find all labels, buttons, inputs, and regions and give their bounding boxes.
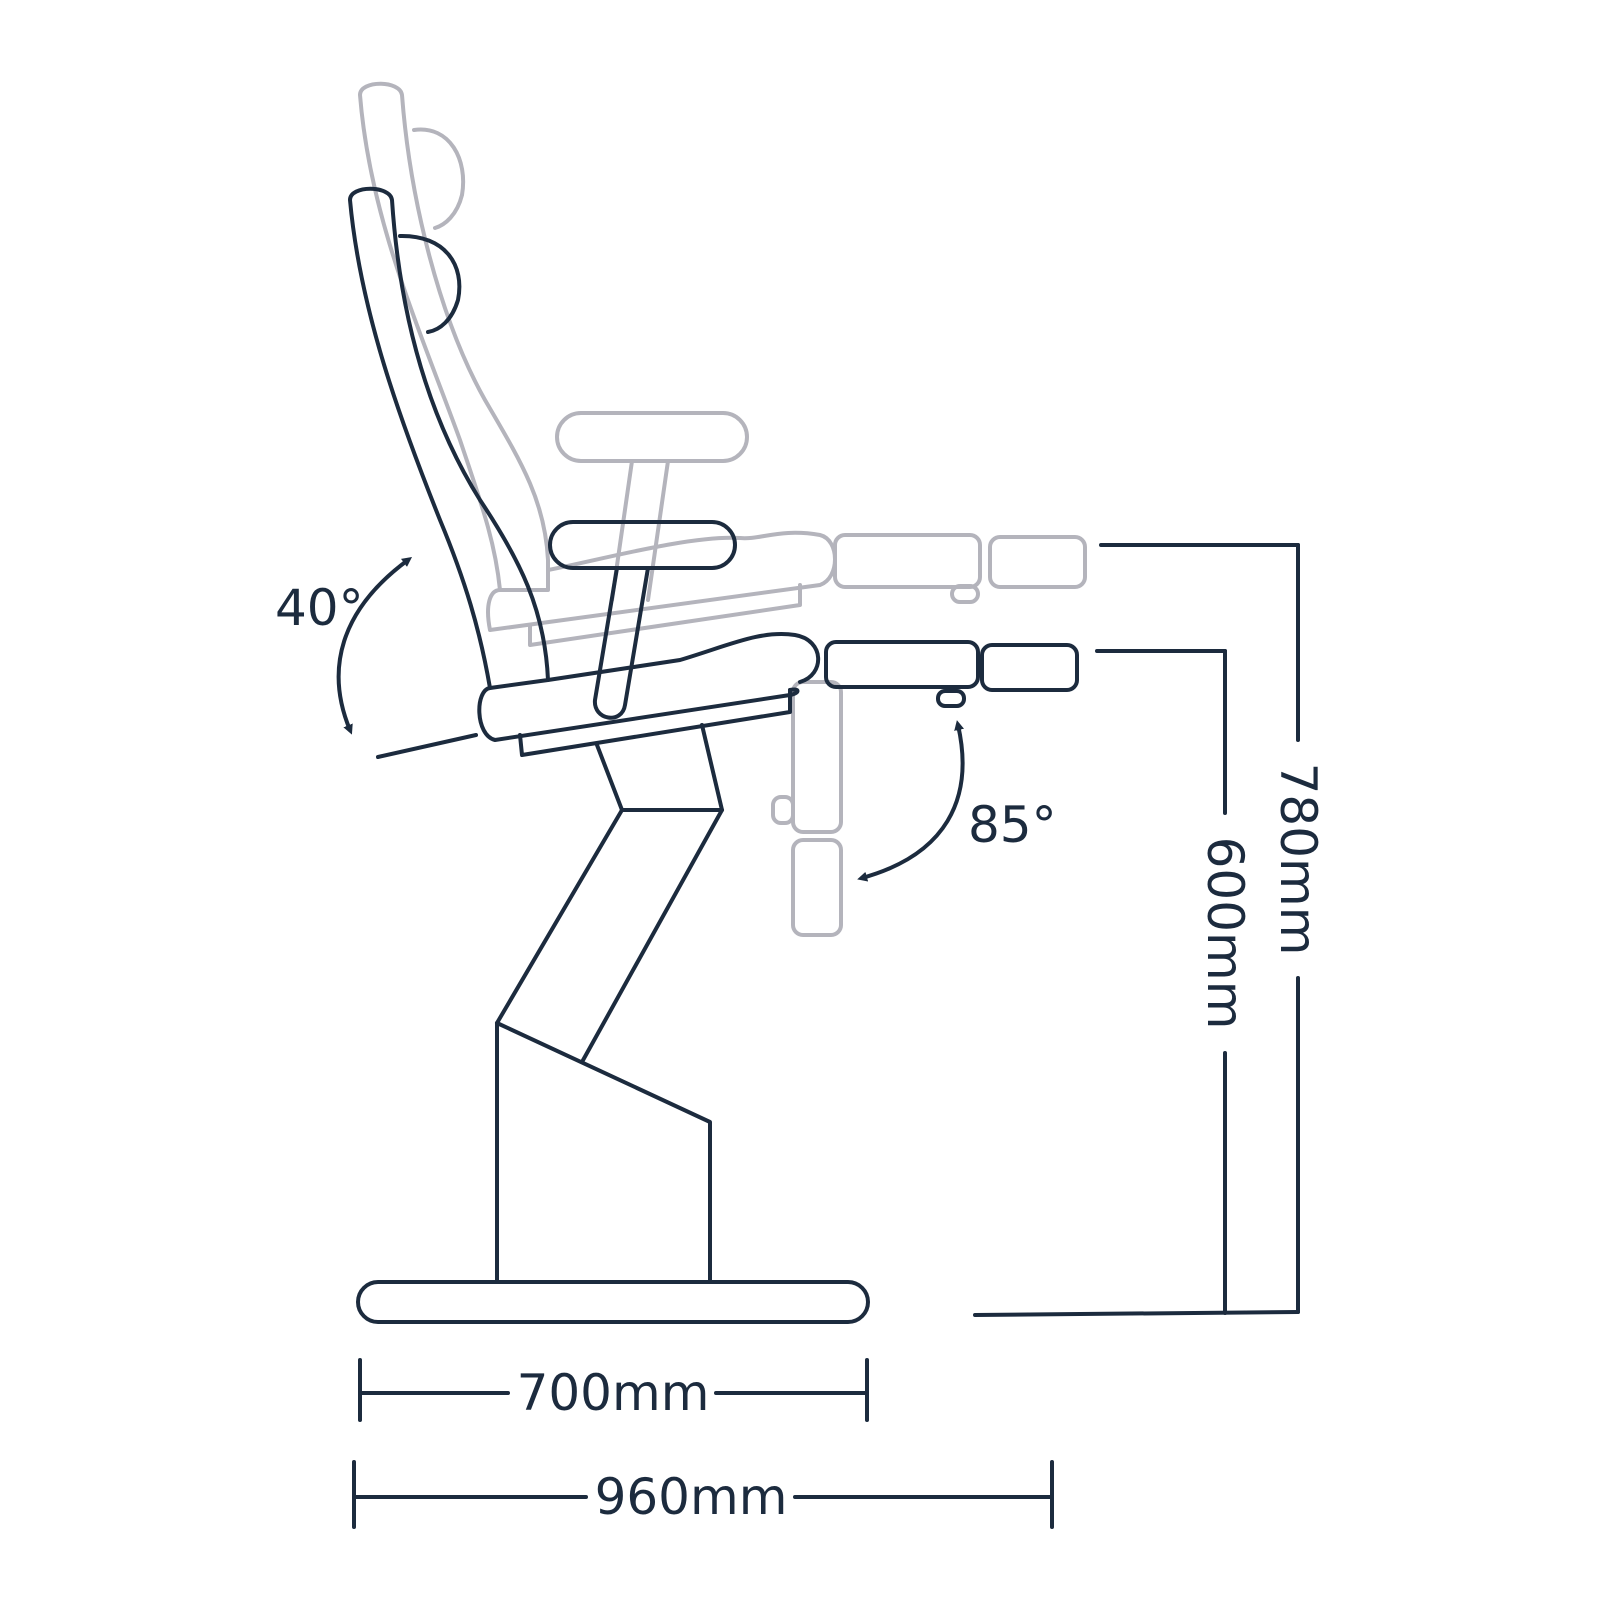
column-middle xyxy=(495,808,724,1064)
legrest-upper xyxy=(824,640,980,689)
main-chair xyxy=(348,186,1079,1324)
armrest-post xyxy=(592,566,650,720)
ghost-legrest-hanging-knob xyxy=(771,795,795,825)
floor-extension-line xyxy=(973,1310,1300,1317)
base-width-label: 700mm xyxy=(517,1364,710,1422)
legrest-angle-label: 85° xyxy=(968,796,1057,854)
column-upper xyxy=(595,723,724,812)
headrest xyxy=(398,233,462,334)
backrest-angle-indicator xyxy=(336,557,478,759)
ghost-legrest-hanging-upper xyxy=(791,680,843,834)
backrest-angle-arc-arrow xyxy=(336,557,413,735)
backrest-angle-reference-line xyxy=(376,733,478,759)
legrest-angle-indicator xyxy=(857,720,965,882)
backrest-angle-label: 40° xyxy=(275,579,364,637)
ghost-legrest-lower xyxy=(988,535,1087,589)
base-housing xyxy=(495,1021,712,1284)
seat-height-label: 600mm xyxy=(1196,837,1254,1030)
ghost-chair-raised-position xyxy=(358,81,1087,937)
seat-underframe xyxy=(518,688,792,757)
legrest-knob xyxy=(936,689,966,708)
ghost-seat xyxy=(486,530,837,632)
ghost-armrest-post xyxy=(610,459,670,602)
height-dimension-lines xyxy=(973,543,1300,1317)
backrest xyxy=(348,186,550,690)
seat-cushion xyxy=(477,632,821,742)
ghost-legrest-upper xyxy=(833,533,982,589)
ghost-armrest-pad xyxy=(555,411,749,463)
max-height-label: 780mm xyxy=(1269,763,1327,956)
ghost-seat-frame xyxy=(528,583,802,647)
total-length-label: 960mm xyxy=(595,1468,788,1526)
legrest-lower xyxy=(980,643,1079,692)
armrest-pad xyxy=(548,520,737,570)
ghost-headrest xyxy=(412,127,466,230)
width-dimension-lines xyxy=(352,1358,1054,1529)
legrest-angle-arc-arrow xyxy=(857,720,965,882)
ghost-legrest-hanging-lower xyxy=(791,838,843,937)
foot-plate xyxy=(356,1280,870,1324)
ghost-legrest-knob xyxy=(950,584,980,604)
ghost-backrest xyxy=(358,81,550,592)
